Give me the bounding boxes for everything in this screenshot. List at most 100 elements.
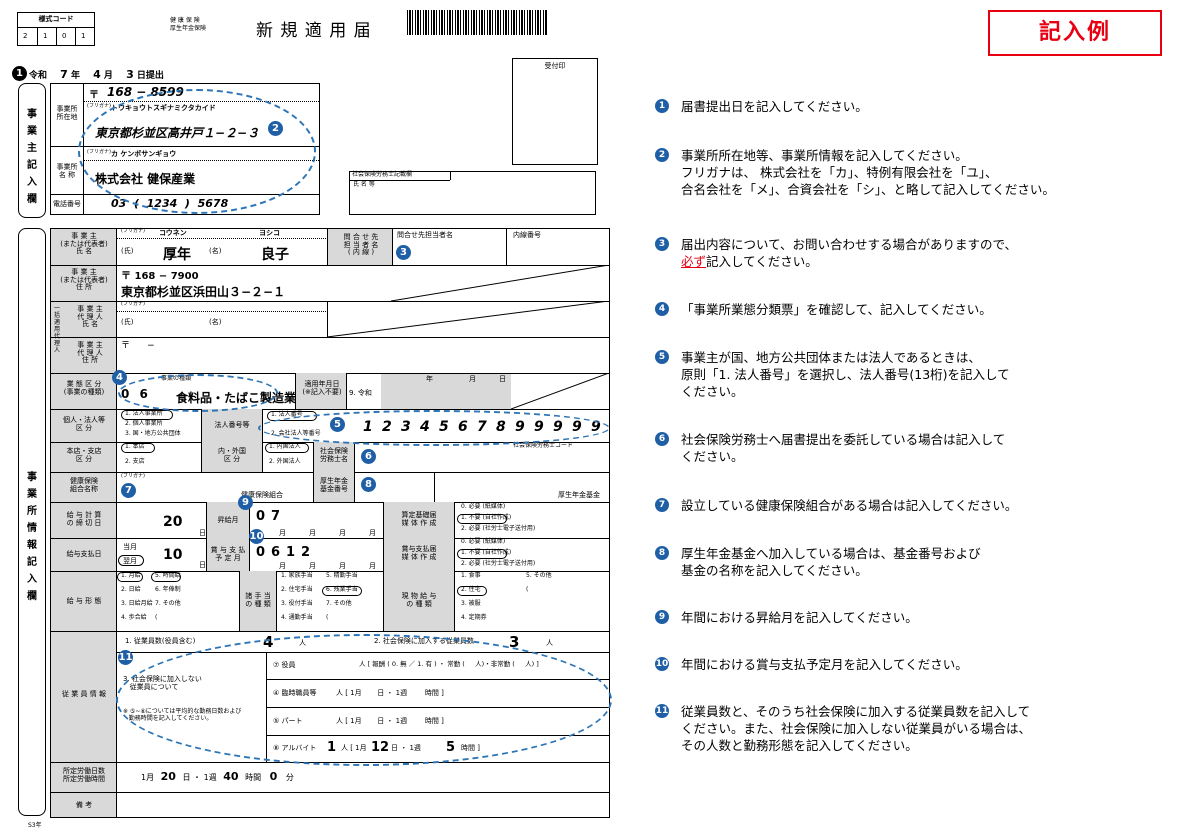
working-hours: 1月 20 日 ・ 1週 40 時間 0 分 <box>141 770 294 783</box>
union-suffix: 健康保険組合 <box>241 491 283 499</box>
date-year: 7 <box>60 68 68 81</box>
shimei-label: 氏 名 等 <box>353 181 375 188</box>
salary-opt: 1. 月給 <box>121 572 141 579</box>
agent-address-label: 事 業 主 代 理 人 住 所 <box>77 341 103 365</box>
reception-label: 受付印 <box>544 62 566 70</box>
bonus-doc-opt-1: 0. 必要 (紙媒体) <box>461 538 506 545</box>
salary-opt: 7. その他 <box>155 600 181 607</box>
fund-number-label: 厚生年金 基金番号 <box>320 477 348 493</box>
allowance-opt: 6. 残業手当 <box>326 586 358 593</box>
entity-opt-3: 3. 国・地方公共団体 <box>125 430 181 437</box>
shotei-hours: 40 <box>223 770 239 783</box>
date-month: 4 <box>93 68 101 81</box>
salary-opt: 6. 年俸制 <box>155 586 181 593</box>
mei-label: (名) <box>209 247 222 255</box>
inkind-opt: 2. 住宅 <box>461 586 481 593</box>
salary-opt: 2. 日給 <box>121 586 141 593</box>
salary-opt: 3. 日給月給 <box>121 600 153 607</box>
selection-circle <box>121 443 155 453</box>
corp-number-label: 法人番号等 <box>214 421 250 429</box>
number-8-icon: 8 <box>655 546 669 560</box>
instruction-text: 年間における昇給月を記入してください。 <box>681 610 918 625</box>
marker-3-icon: 3 <box>396 245 411 260</box>
domestic-opt-1: 1. 内国法人 <box>269 443 301 450</box>
inkind-opt: 5. その他 <box>526 572 552 579</box>
bonus-doc-opt-2: 1. 不要 (自社作成) <box>461 549 512 556</box>
allowance-opt: 1. 家族手当 <box>281 572 313 579</box>
month-unit: 月 <box>309 562 316 570</box>
furigana-label: (フリガナ) <box>121 301 145 307</box>
selection-circle <box>322 586 362 596</box>
bonus-month-label: 賞 与 支 払 予 定 月 <box>210 546 246 562</box>
day-unit: 日 <box>199 561 206 569</box>
bonus-doc-label: 賞与支払届 媒 体 作 成 <box>401 545 437 561</box>
insured-count: 3 <box>509 633 520 651</box>
number-7-icon: 7 <box>655 498 669 512</box>
employer-side-label: 事業主記入欄 <box>27 109 37 205</box>
santei-opt-2: 1. 不要 (自社作成) <box>461 514 512 521</box>
date-month-label: 月 <box>103 71 113 81</box>
number-9-icon: 9 <box>655 610 669 624</box>
selection-circle <box>151 572 181 582</box>
employee-info-label: 従 業 員 情 報 <box>62 690 106 698</box>
insurance-type-2: 厚生年金保険 <box>170 25 207 32</box>
owner-postal: 〒 168 − 7900 <box>121 271 199 282</box>
selection-circle <box>118 555 144 566</box>
instruction-text: 「事業所業態分類票」を確認して、記入してください。 <box>681 302 992 317</box>
entity-opt-2: 2. 個人事業所 <box>125 420 163 427</box>
allowance-opt: 3. 役付手当 <box>281 600 313 607</box>
month-unit: 月 <box>339 529 346 537</box>
inkind-opt: 3. 被服 <box>461 600 481 607</box>
instruction-text: 事業所所在地等、事業所情報を記入してください。 フリガナは、 株式会社を「カ」、… <box>681 148 1055 197</box>
raise-month-2: 7 <box>271 509 281 524</box>
date-day-label: 日提出 <box>136 71 164 81</box>
month-unit: 月 <box>369 529 376 537</box>
day-label: 日 <box>499 375 506 383</box>
emphasis-text: 必ず <box>681 254 707 269</box>
form-code-box: 様式コード 2 1 0 1 <box>17 12 95 46</box>
payday-next: 翌月 <box>123 557 137 565</box>
salary-form-label: 給 与 形 態 <box>66 597 102 605</box>
diagonal-strike <box>327 301 609 337</box>
bonus-month-3: 1 <box>286 545 296 560</box>
postal-mark: 〒 <box>89 90 99 101</box>
month-unit: 月 <box>369 562 376 570</box>
address-label: 事業所 所在地 <box>56 105 78 121</box>
entity-opt-1: 1. 法人事業所 <box>125 410 163 417</box>
owner-address-label: 事 業 主 (または代表者) 住 所 <box>60 268 108 292</box>
owner-first-name: 良子 <box>261 247 289 263</box>
number-5-icon: 5 <box>655 350 669 364</box>
highlight-ellipse-11 <box>116 634 612 766</box>
diagonal-strike <box>391 265 609 301</box>
instruction-text-part: 記入してください。 <box>706 254 818 269</box>
marker-9-icon: 9 <box>238 495 253 510</box>
sharoushi-code-label: 社会保険労務士コード <box>513 442 574 449</box>
reiwa-label: 9. 令和 <box>349 389 372 397</box>
agent-postal: 〒 − <box>121 341 155 351</box>
month-unit: 月 <box>339 562 346 570</box>
date-year-label: 年 <box>70 71 80 81</box>
bonus-month-2: 6 <box>271 545 281 560</box>
form-footer: S3年 <box>28 822 42 829</box>
info-side-label: 事業所情報記入欄 <box>27 472 37 602</box>
allowance-opt: 5. 精勤手当 <box>326 572 358 579</box>
marker-2-icon: 2 <box>268 121 283 136</box>
remarks-label: 備 考 <box>75 801 93 809</box>
working-hours-label: 所定労働日数 所定労働時間 <box>63 767 105 783</box>
sharoushi-label: 社会保険労務士記載欄 <box>352 171 413 178</box>
highlight-ellipse-5 <box>258 410 610 446</box>
tekiyou-label: 適用年月日 (※記入不要) <box>302 380 342 396</box>
person-unit: 人 <box>546 639 553 647</box>
shotei-text: 時間 <box>245 773 262 782</box>
allowance-opt: 4. 通勤手当 <box>281 614 313 621</box>
highlight-ellipse-2 <box>78 89 316 214</box>
sei-label: (氏) <box>121 318 134 326</box>
payday-value: 10 <box>163 547 183 563</box>
santei-label: 算定基礎届 媒 体 作 成 <box>401 511 437 527</box>
instruction-text: 厚生年金基金へ加入している場合は、基金番号および 基金の名称を記入してください。 <box>681 546 981 578</box>
allowance-opt: 7. その他 <box>326 600 352 607</box>
agent-side-label: 一括適用代理人 <box>53 305 60 354</box>
insurance-type-1: 健 康 保 険 <box>170 17 200 24</box>
marker-1-icon: 1 <box>12 66 27 81</box>
sei-label: (氏) <box>121 247 134 255</box>
